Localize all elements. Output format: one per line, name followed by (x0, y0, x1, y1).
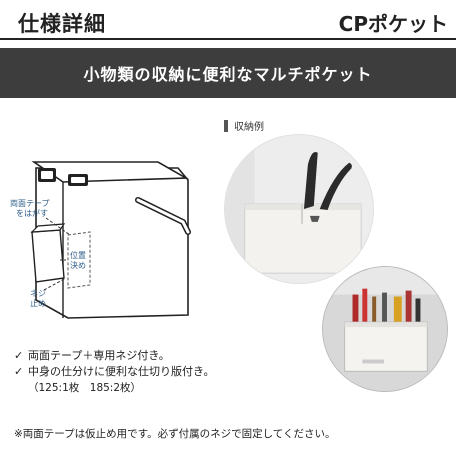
check-icon: ✓ (14, 349, 24, 362)
label-tape-2: をはがす (16, 208, 48, 218)
section-title: 仕様詳細 (18, 12, 106, 36)
product-name: CPポケット (338, 12, 448, 36)
example-photo-pliers (224, 134, 374, 284)
feature-item: ✓ 中身の仕分けに便利な仕切り版付き。 (14, 364, 314, 380)
banner-text: 小物類の収納に便利なマルチポケット (83, 65, 373, 84)
installation-diagram: 両面テープ をはがす 位置 決め ネジ 止め (8, 140, 213, 340)
feature-item: ✓ 両面テープ＋専用ネジ付き。 (14, 348, 314, 364)
tools-photo-illustration (323, 267, 447, 391)
check-icon: ✓ (14, 365, 24, 378)
banner: 小物類の収納に便利なマルチポケット (0, 48, 456, 98)
feature-list: ✓ 両面テープ＋専用ネジ付き。 ✓ 中身の仕分けに便利な仕切り版付き。 （125… (14, 348, 314, 396)
label-position: 位置 (70, 250, 86, 260)
example-label-text: 収納例 (234, 122, 264, 133)
pliers-photo-illustration (225, 135, 373, 283)
feature-text: 両面テープ＋専用ネジ付き。 (28, 349, 170, 362)
label-screw-2: 止め (30, 298, 46, 308)
header: 仕様詳細 CPポケット (0, 0, 456, 44)
feature-text: 中身の仕分けに便利な仕切り版付き。 (28, 365, 215, 378)
example-label: 収納例 (224, 118, 264, 133)
label-screw: ネジ (30, 289, 46, 298)
label-tape: 両面テープ (10, 199, 50, 208)
label-marker-icon (224, 119, 228, 132)
divider-capacity: （125:1枚 185:2枚） (28, 382, 142, 394)
example-photo-tools (322, 266, 448, 392)
footnote: ※両面テープは仮止め用です。必ず付属のネジで固定してください。 (14, 428, 336, 440)
label-position-2: 決め (70, 260, 86, 270)
header-divider (0, 38, 456, 40)
cooler-illustration: 両面テープ をはがす 位置 決め ネジ 止め (10, 161, 191, 319)
